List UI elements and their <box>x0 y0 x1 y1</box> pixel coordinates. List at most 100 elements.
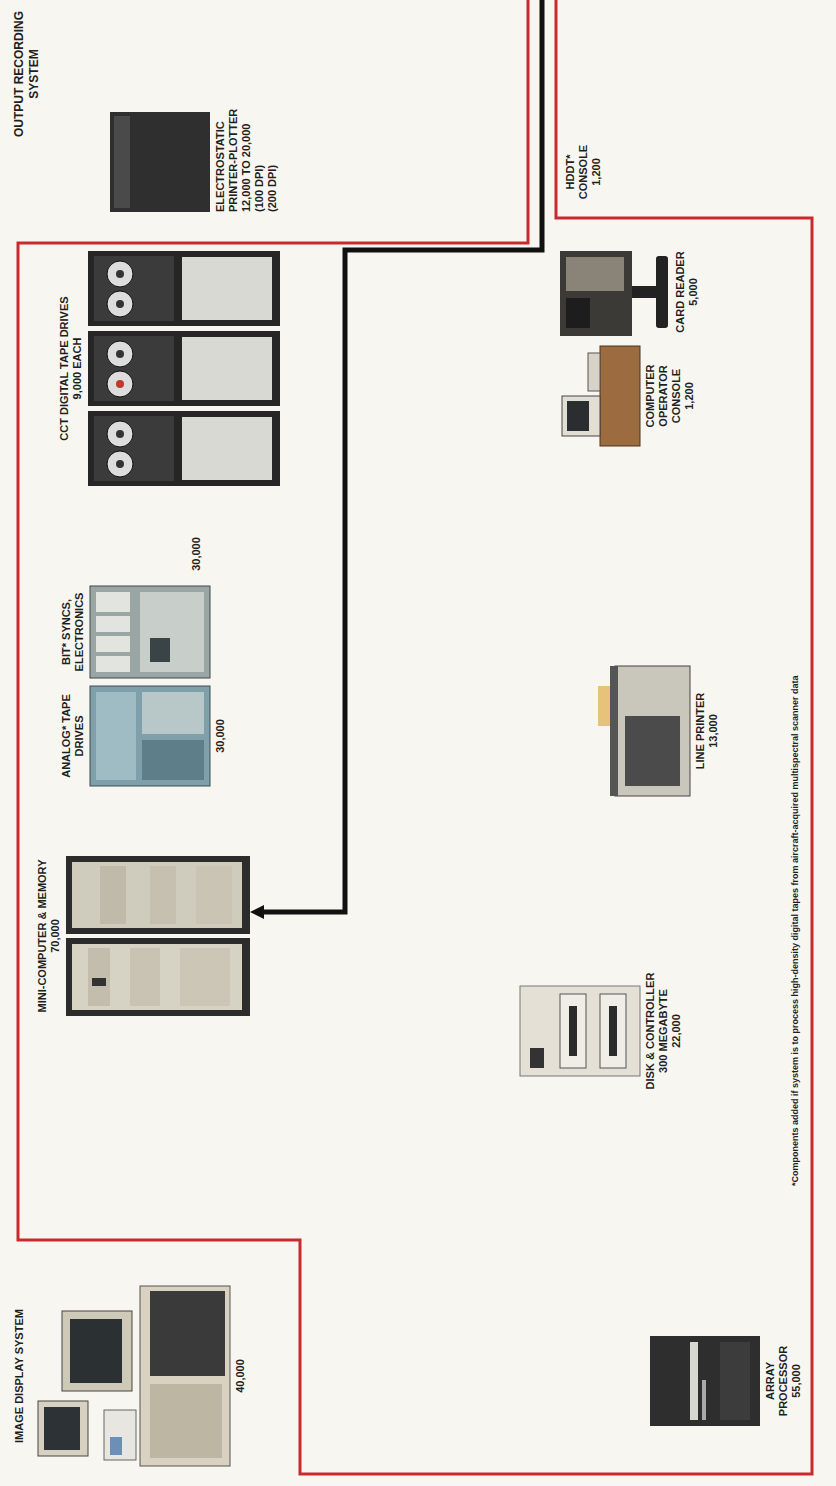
terminal-screen <box>110 1437 122 1455</box>
equipment-unit: HDDT* CONSOLE1,200 <box>560 136 632 336</box>
switch <box>92 978 106 986</box>
desk-front <box>150 1291 225 1376</box>
section-label: OUTPUT RECORDING SYSTEM <box>12 8 42 140</box>
cost-figure: (100 DPI) <box>253 90 266 212</box>
panel-strip <box>100 866 126 924</box>
reel-panel <box>94 336 174 401</box>
reel-panel <box>94 416 174 481</box>
printer-body <box>615 666 690 796</box>
printer-top <box>610 666 618 796</box>
image-display-picture <box>38 1286 230 1466</box>
cost-figure: 70,000 <box>49 856 62 1016</box>
printer-plotter-picture <box>110 112 210 212</box>
cost-figure: 55,000 <box>790 1326 803 1436</box>
reel <box>107 421 133 447</box>
reel <box>107 261 133 287</box>
lower-panel <box>182 417 272 480</box>
unit-label: CARD READER <box>674 250 687 334</box>
cabinet-panel <box>72 944 242 1010</box>
hub <box>116 300 124 308</box>
tape-drive <box>88 331 280 406</box>
equipment-unit: MINI-COMPUTER & MEMORY70,000 <box>36 856 250 1016</box>
disk-picture <box>520 986 640 1076</box>
panel-strip <box>150 866 176 924</box>
equipment-unit: BIT* SYNCS, ELECTRONICS30,000 <box>60 528 210 678</box>
hddt-unit <box>560 251 632 336</box>
panel-strip <box>130 948 160 1006</box>
red-border <box>18 0 812 1474</box>
equipment-unit: ARRAY PROCESSOR55,000 <box>650 1326 803 1436</box>
monitor <box>62 1311 132 1391</box>
plotter-top <box>114 116 130 208</box>
reel <box>107 451 133 477</box>
unit-label: ARRAY PROCESSOR <box>764 1326 790 1436</box>
tape-drive <box>88 411 280 486</box>
cost-figure: 22,000 <box>670 971 683 1091</box>
panel <box>142 692 204 734</box>
desk <box>140 1286 230 1466</box>
mini-computer-picture <box>66 856 250 1016</box>
plotter-body <box>110 112 210 212</box>
bit-sync-picture <box>90 586 210 678</box>
screen <box>70 1319 122 1383</box>
panel-strip <box>180 948 230 1006</box>
module <box>96 656 130 672</box>
equipment-unit: LINE PRINTER13,000 <box>600 666 720 796</box>
output-line <box>262 0 542 912</box>
cost-figure: (200 DPI) <box>266 90 279 212</box>
tape-window <box>96 692 136 780</box>
unit-label: CCT DIGITAL TAPE DRIVES <box>58 251 71 486</box>
cost-figure: 30,000 <box>214 686 227 786</box>
lower-panel <box>182 337 272 400</box>
lower-panel <box>182 257 272 320</box>
drive <box>560 994 586 1068</box>
equipment-unit: ELECTROSTATIC PRINTER-PLOTTER12,000 TO 2… <box>110 90 279 212</box>
arrowhead <box>250 905 264 919</box>
indicator <box>530 1048 544 1068</box>
cabinet <box>66 938 250 1016</box>
cost-figure: 40,000 <box>234 1286 247 1466</box>
module <box>96 592 130 612</box>
terminal <box>562 396 600 436</box>
footnote: *Components added if system is to proces… <box>790 426 801 1186</box>
cabinet <box>90 686 210 786</box>
cct-tape-drives-picture <box>88 251 280 486</box>
monitor <box>38 1401 88 1456</box>
desk-panel <box>150 1384 222 1458</box>
cost-figure: 13,000 <box>707 666 720 796</box>
panel-window <box>150 638 170 662</box>
screen <box>44 1407 80 1450</box>
equipment-unit: CARD READER5,000 <box>642 250 700 334</box>
hddt-screen <box>566 298 590 328</box>
cabinet <box>90 586 210 678</box>
reel <box>107 341 133 367</box>
panel-strip <box>702 1380 706 1420</box>
cabinet <box>650 1336 760 1426</box>
reel <box>107 371 133 397</box>
drive-slot <box>609 1006 617 1056</box>
unit-label: BIT* SYNCS, ELECTRONICS <box>60 586 86 678</box>
stand-post <box>632 286 656 298</box>
card-reader-base <box>656 256 668 328</box>
cost-figure: 5,000 <box>687 250 700 334</box>
drive <box>600 994 626 1068</box>
hub <box>116 350 124 358</box>
hub <box>116 380 124 388</box>
unit-label: MINI-COMPUTER & MEMORY <box>36 856 49 1016</box>
desk <box>600 346 640 446</box>
equipment-unit: CCT DIGITAL TAPE DRIVES9,000 EACH <box>58 251 280 486</box>
unit-label: ANALOG* TAPE DRIVES <box>60 686 86 786</box>
equipment-unit: ANALOG* TAPE DRIVES 30,000 <box>60 686 227 786</box>
equipment-unit: COMPUTER OPERATOR CONSOLE1,200 <box>560 346 696 446</box>
cabinet <box>66 856 250 934</box>
cost-figure: 300 MEGABYTE <box>657 971 670 1091</box>
unit-label: DISK & CONTROLLER <box>644 971 657 1091</box>
hub <box>116 460 124 468</box>
module <box>96 636 130 652</box>
cost-figure: 12,000 TO 20,000 <box>240 90 253 212</box>
panel-strip <box>196 866 232 924</box>
drive-slot <box>569 1006 577 1056</box>
reel <box>107 291 133 317</box>
cost-figure: 9,000 EACH <box>71 251 84 486</box>
